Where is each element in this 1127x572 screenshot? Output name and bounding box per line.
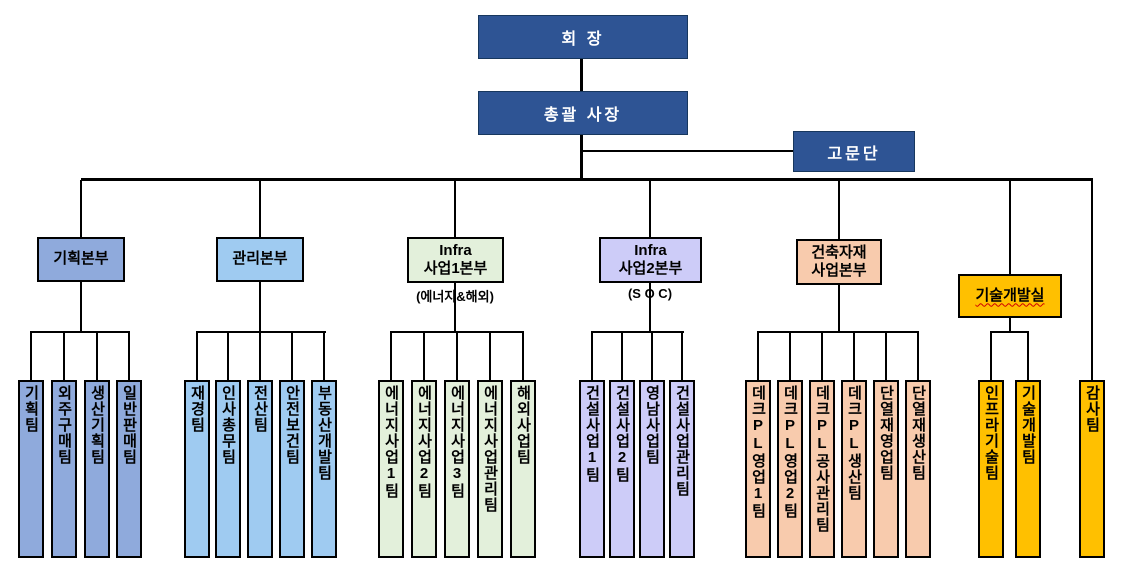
connector-line [31,331,130,333]
connector-line [227,331,229,380]
connector-line [838,180,840,239]
connector-line [96,331,98,380]
connector-line [390,331,392,380]
team-box: 인사총무팀 [215,380,241,558]
team-box: 데크PL영업1팀 [745,380,771,558]
team-box: 에너지사업2팀 [411,380,437,558]
team-box: 영남사업팀 [639,380,665,558]
header-management-division: 관리본부 [216,237,304,282]
division-label: 기획본부 [53,250,109,268]
header-infra2-division: Infra 사업2본부 [599,237,702,283]
team-box: 에너지사업관리팀 [477,380,503,558]
team-box: 데크PL공사관리팀 [809,380,835,558]
team-box: 에너지사업3팀 [444,380,470,558]
division-label: 사업1본부 [423,260,488,277]
division-label: 사업2본부 [618,260,683,277]
connector-line [1027,331,1029,380]
team-box: 해외사업팀 [510,380,536,558]
president-box: 총괄 사장 [478,91,688,135]
header-tech-division: 기술개발실 [958,274,1062,318]
connector-line [259,331,261,380]
connector-line [197,331,326,333]
connector-line [757,331,759,380]
team-box: 단열재영업팀 [873,380,899,558]
connector-line [591,331,593,380]
connector-line [259,282,261,331]
connector-line [1091,180,1093,380]
connector-line [838,285,840,331]
audit-team-box: 감사팀 [1079,380,1105,558]
team-box: 건설사업관리팀 [669,380,695,558]
connector-line [681,331,683,380]
team-box: 기술개발팀 [1015,380,1041,558]
team-box: 건설사업1팀 [579,380,605,558]
connector-line [580,59,583,91]
connector-line [522,331,524,380]
connector-line [454,283,456,331]
advisory-label: 고문단 [827,145,881,163]
division-label: 사업본부 [811,262,867,279]
connector-line [454,180,456,237]
connector-line [885,331,887,380]
connector-line [30,331,32,380]
division-label: Infra [439,242,472,259]
division-label: Infra [634,242,667,259]
connector-line [80,282,82,331]
team-box: 생산기획팀 [84,380,110,558]
connector-line [990,331,992,380]
connector-line [789,331,791,380]
chairman-box: 회 장 [478,15,688,59]
header-planning-division: 기획본부 [37,237,125,282]
connector-line [821,331,823,380]
connector-line [651,331,653,380]
connector-line [853,331,855,380]
header-materials-division: 건축자재 사업본부 [796,239,882,285]
connector-line [456,331,458,380]
team-box: 일반판매팀 [116,380,142,558]
connector-line [81,178,1093,181]
connector-line [489,331,491,380]
chairman-label: 회 장 [561,31,605,48]
connector-line [423,331,425,380]
team-box: 기획팀 [18,380,44,558]
connector-line [582,150,793,152]
team-box: 데크PL영업2팀 [777,380,803,558]
connector-line [649,180,651,237]
connector-line [592,331,684,333]
team-box: 전산팀 [247,380,273,558]
division-label: 기술개발실 [975,286,1045,304]
connector-line [259,180,261,237]
team-box: 재경팀 [184,380,210,558]
connector-line [917,331,919,380]
team-box: 에너지사업1팀 [378,380,404,558]
connector-line [291,331,293,380]
connector-line [991,331,1029,333]
division-label: 건축자재 [811,244,867,261]
team-box: 인프라기술팀 [978,380,1004,558]
team-box: 외주구매팀 [51,380,77,558]
header-infra1-division: Infra 사업1본부 [407,237,504,283]
team-box: 데크PL생산팀 [841,380,867,558]
team-box: 안전보건팀 [279,380,305,558]
connector-line [1009,180,1011,274]
team-box: 건설사업2팀 [609,380,635,558]
connector-line [128,331,130,380]
connector-line [196,331,198,380]
connector-line [621,331,623,380]
team-box: 부동산개발팀 [311,380,337,558]
connector-line [580,135,583,179]
connector-line [323,331,325,380]
advisory-box: 고문단 [793,131,915,172]
connector-line [63,331,65,380]
connector-line [758,331,919,333]
connector-line [80,180,82,237]
connector-line [649,283,651,331]
president-label: 총괄 사장 [543,107,623,124]
connector-line [1009,318,1011,331]
team-box: 단열재생산팀 [905,380,931,558]
division-label: 관리본부 [232,250,288,268]
